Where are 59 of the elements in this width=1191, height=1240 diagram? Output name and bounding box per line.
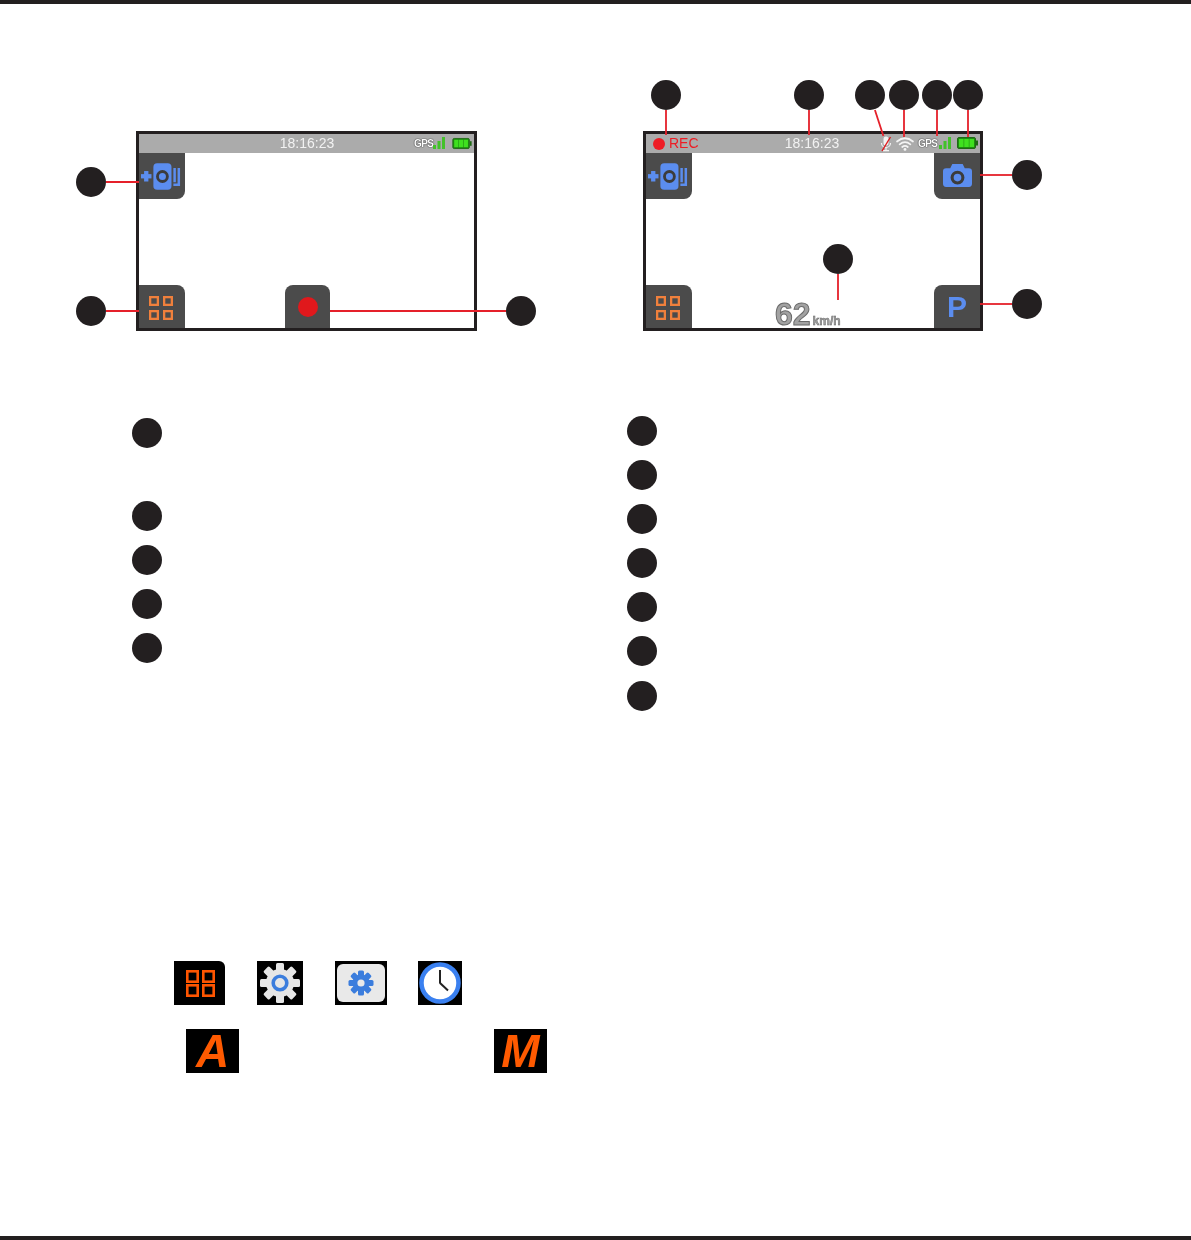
time-text: 18:16:23 [278,135,336,152]
leader-line [105,181,140,183]
leader-line [967,109,969,138]
callout-circle [889,80,919,110]
leader-line [874,109,885,137]
callout-circle [76,167,106,197]
wifi-icon [896,137,914,151]
leader-line [665,109,667,136]
callout-circle [627,460,657,490]
callout-circle [627,548,657,578]
callout-circle [132,545,162,575]
record-button [285,285,330,328]
callout-circle [627,504,657,534]
callout-circle [794,80,824,110]
callout-circle [953,80,983,110]
callout-circle [627,416,657,446]
callout-circle [132,501,162,531]
leader-line [979,174,1013,176]
callout-circle [922,80,952,110]
callout-circle [506,296,536,326]
status-bar [646,134,980,153]
leader-line [105,310,140,312]
callout-circle [1012,160,1042,190]
callout-circle [627,681,657,711]
leader-line [808,109,810,136]
letter-tile: M [494,1029,547,1073]
plus-camera-button [139,153,185,199]
leader-line [329,310,507,312]
plus-camera-button [646,153,692,199]
battery-icon [957,137,978,149]
callout-circle [76,296,106,326]
camera-button [934,153,980,199]
muted-microphone-icon [880,136,892,152]
callout-circle [132,589,162,619]
leader-line [936,109,938,137]
speed-unit: km/h [812,314,841,328]
callout-circle [651,80,681,110]
gps-text: GPS [414,138,434,149]
callout-circle [132,633,162,663]
grid-button [646,285,692,328]
letter-tile: A [186,1029,239,1073]
grid-button [139,285,185,328]
callout-circle [823,244,853,274]
callout-circle [1012,289,1042,319]
screen-frame [643,131,983,331]
leader-line [979,303,1013,305]
speed-value: 62 [775,300,811,328]
gps-text: GPS [918,138,938,149]
callout-circle [132,418,162,448]
screen-frame [136,131,477,331]
callout-circle [627,636,657,666]
callout-circle [855,80,885,110]
letter-button: P [934,285,980,328]
leader-line [837,273,839,301]
leader-line [903,109,905,138]
time-text: 18:16:23 [782,135,842,152]
callout-circle [627,592,657,622]
status-bar [139,134,474,153]
status-text: REC [669,135,699,152]
